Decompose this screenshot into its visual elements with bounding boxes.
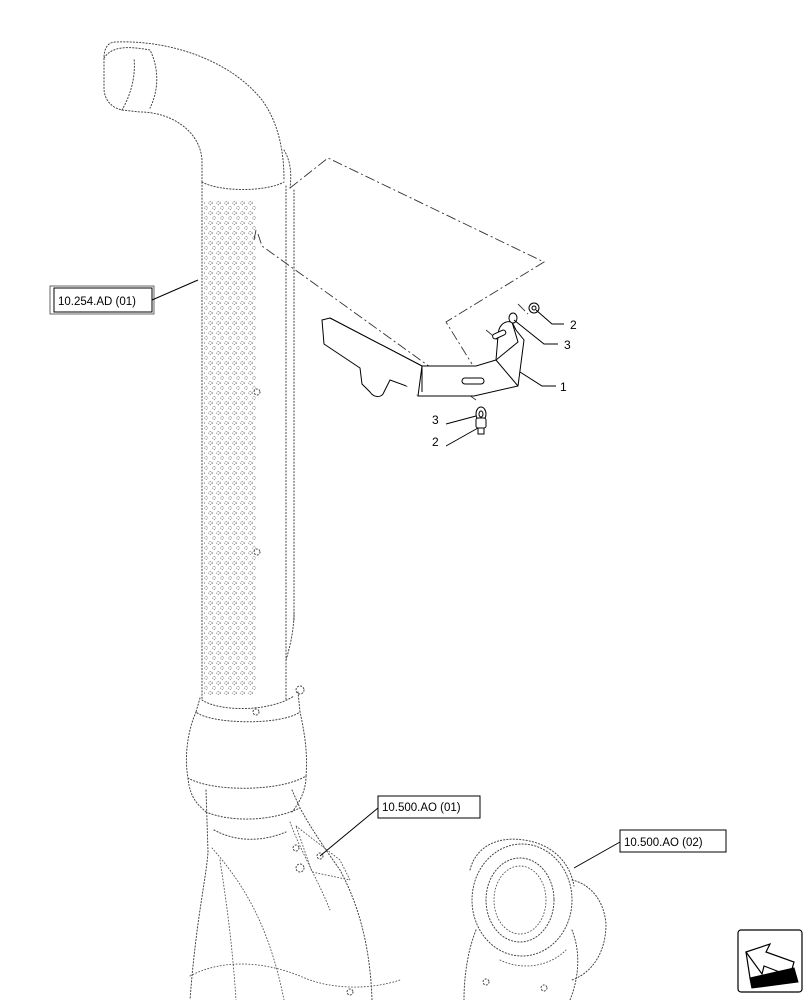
ref-10-254-ad-01: 10.254.AD (01) [58,296,136,308]
ref-10-500-ao-01: 10.500.AO (01) [382,802,461,814]
ref-box-exhaust: 10.254.AD (01) [49,285,155,315]
reference-labels: 10.254.AD (01) 10.500.AO (01) 10.500.AO … [49,285,727,853]
callout-2-lower: 2 [432,435,439,449]
ref-box-ao-02: 10.500.AO (02) [619,829,727,853]
bolt-lower [475,417,487,435]
exhaust-pipe [103,41,401,1000]
callout-2-upper: 2 [570,318,577,332]
leader-lines [151,279,621,869]
bracket [321,317,525,397]
ref-10-500-ao-02: 10.500.AO (02) [624,837,703,849]
callout-3-upper: 3 [564,338,571,352]
aftertreatment-component [463,838,607,1000]
callouts: 2 3 1 3 2 [432,318,577,449]
callout-3-lower: 3 [432,413,439,427]
callout-1: 1 [560,380,567,394]
view-direction-arrow-icon [737,929,803,993]
ref-box-ao-01: 10.500.AO (01) [377,795,481,819]
fasteners [475,302,540,435]
assembly-lines [253,157,545,401]
